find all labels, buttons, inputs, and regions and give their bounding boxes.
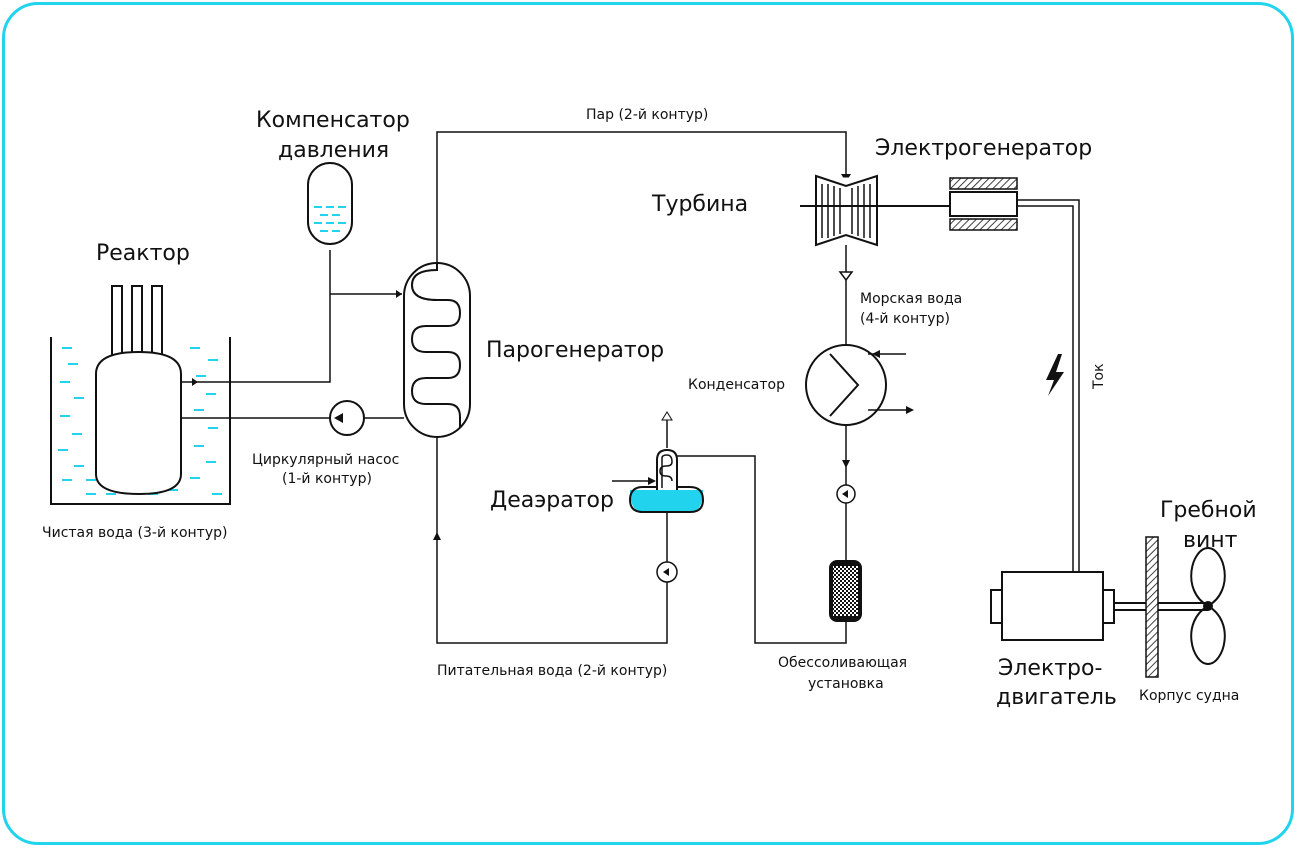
desalination-label-1: Обессоливающая	[778, 655, 907, 671]
circulation-pump	[329, 400, 365, 436]
turbine-label: Турбина	[651, 192, 748, 217]
propeller	[1190, 546, 1226, 666]
secondary-piping	[433, 131, 851, 644]
generator-label: Электрогенератор	[875, 136, 1092, 161]
electric-motor	[990, 571, 1208, 641]
control-rod-3	[151, 285, 163, 357]
electric-generator	[949, 177, 1080, 572]
pressurizer-water	[314, 206, 346, 232]
lightning-icon	[1046, 354, 1064, 396]
circ-pump-label-2: (1-й контур)	[282, 471, 372, 487]
circ-pump-label-1: Циркулярный насос	[252, 452, 399, 468]
reactor-label: Реактор	[96, 241, 190, 266]
turbine	[800, 174, 950, 282]
pool-water	[58, 347, 222, 495]
desalination-label-2: установка	[808, 676, 884, 692]
desalination-unit	[829, 560, 862, 622]
steam-generator	[403, 262, 471, 438]
clean-water-label: Чистая вода (3-й контур)	[42, 525, 227, 541]
pressurizer-label-2: давления	[278, 138, 389, 163]
sea-water-label-2: (4-й контур)	[860, 311, 950, 327]
motor-label-1: Электро-	[998, 656, 1102, 681]
propeller-label-1: Гребной	[1160, 498, 1257, 523]
reactor-unit	[50, 285, 231, 505]
propeller-label-2: винт	[1183, 528, 1238, 553]
reactor-pool	[50, 337, 231, 505]
steam-generator-label: Парогенератор	[486, 338, 664, 363]
condenser-label: Конденсатор	[688, 377, 785, 393]
reactor-vessel	[95, 350, 182, 496]
control-rod-2	[131, 285, 143, 357]
pressurizer-label-1: Компенсатор	[256, 108, 410, 133]
motor-label-2: двигатель	[996, 685, 1117, 710]
current-label: Ток	[1091, 363, 1107, 390]
condenser	[805, 280, 914, 560]
primary-piping	[181, 250, 404, 436]
steam-loop-label: Пар (2-й контур)	[586, 107, 708, 123]
hull-label: Корпус судна	[1139, 688, 1239, 704]
control-rod-1	[111, 285, 123, 357]
deaerator-label: Деаэратор	[490, 488, 614, 513]
deaerator	[628, 448, 705, 583]
sea-water-label-1: Морская вода	[860, 291, 962, 307]
ship-hull	[1145, 536, 1159, 678]
pressurizer	[307, 162, 353, 245]
feed-water-label: Питательная вода (2-й контур)	[437, 663, 667, 679]
